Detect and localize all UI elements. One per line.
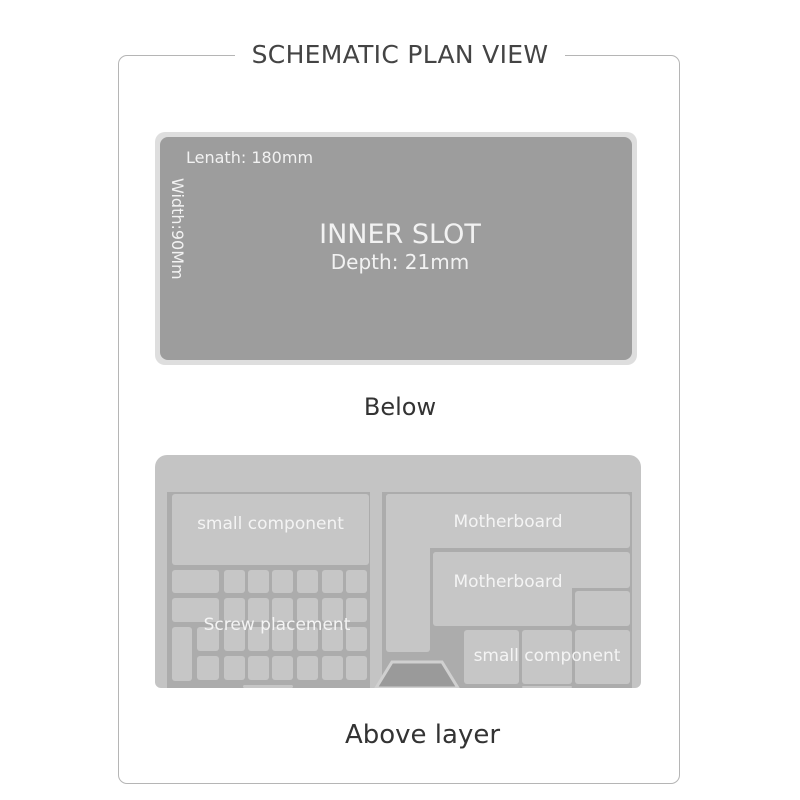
screw-cell [197, 627, 219, 651]
screw-placement-label: Screw placement [203, 615, 351, 635]
small-component-slot [464, 630, 519, 684]
small-slot [575, 591, 630, 626]
screw-cell [346, 570, 367, 593]
screw-cell [272, 598, 293, 622]
screw-cell [224, 570, 245, 593]
screw-cell [224, 598, 245, 622]
screw-cell [322, 627, 343, 651]
screw-cell [272, 656, 293, 680]
screw-cell [297, 627, 318, 651]
depth-label: Depth: 21mm [330, 250, 470, 274]
screw-cell [297, 598, 318, 622]
screw-cell [272, 627, 293, 651]
screw-cell [346, 598, 367, 622]
below-caption: Below [363, 393, 437, 421]
partial-slot [243, 685, 293, 688]
screw-cell [297, 656, 318, 680]
screw-cell [346, 627, 367, 651]
motherboard-slot-2 [433, 552, 572, 626]
screw-cell [322, 656, 343, 680]
screw-cell [322, 570, 343, 593]
inner-slot [160, 137, 632, 360]
finger-notch [374, 660, 460, 688]
small-component-slot [172, 494, 369, 565]
diagram-title: SCHEMATIC PLAN VIEW [235, 38, 565, 72]
motherboard-label-2: Motherboard [453, 572, 563, 592]
inner-slot-title: INNER SLOT [319, 219, 481, 250]
small-component-label: small component [197, 514, 344, 534]
screw-cell [172, 570, 219, 593]
screw-cell [197, 656, 219, 680]
above-layer-caption: Above layer [344, 720, 501, 750]
partial-slot [522, 686, 572, 688]
motherboard-slot-1 [386, 494, 630, 548]
screw-cell [346, 656, 367, 680]
screw-cell [224, 627, 245, 651]
screw-cell [297, 570, 318, 593]
screw-cell [248, 627, 269, 651]
motherboard-label-1: Motherboard [453, 512, 563, 532]
small-component-slot [575, 630, 630, 684]
width-label: Width:90Mm [168, 178, 187, 280]
screw-cell [248, 656, 269, 680]
screw-cell [322, 598, 343, 622]
small-component-slot [522, 630, 572, 684]
screw-cell [248, 598, 269, 622]
length-label: Lenath: 180mm [186, 148, 314, 167]
screw-cell [248, 570, 269, 593]
screw-cell [172, 598, 219, 622]
screw-cell [272, 570, 293, 593]
small-component-label-right: small component [473, 646, 621, 666]
screw-cell [172, 627, 192, 681]
screw-cell [224, 656, 245, 680]
